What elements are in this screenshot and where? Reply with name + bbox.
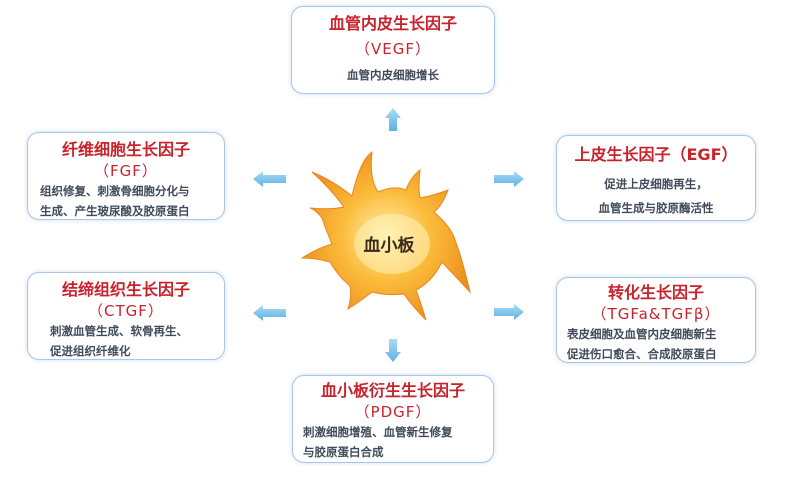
egf-desc-line-1: 促进上皮细胞再生， bbox=[604, 177, 708, 191]
egf-desc-line-2: 血管生成与胶原酶活性 bbox=[598, 201, 714, 215]
pdgf-desc-line-2: 与胶原蛋白合成 bbox=[303, 445, 384, 459]
card-ctgf: 结缔组织生长因子 （CTGF） 刺激血管生成、软骨再生、 促进组织纤维化 bbox=[27, 272, 225, 360]
arrow-left-lower-icon bbox=[253, 305, 286, 321]
egf-title: 上皮生长因子（EGF） bbox=[574, 145, 738, 164]
fgf-abbr: （FGF） bbox=[94, 162, 158, 180]
fgf-desc-line-2: 生成、产生玻尿酸及胶原蛋白 bbox=[40, 204, 190, 218]
card-egf: 上皮生长因子（EGF） 促进上皮细胞再生， 血管生成与胶原酶活性 bbox=[556, 135, 756, 221]
fgf-desc-line-1: 组织修复、刺激骨细胞分化与 bbox=[40, 184, 190, 198]
card-fgf: 纤维细胞生长因子 （FGF） 组织修复、刺激骨细胞分化与 生成、产生玻尿酸及胶原… bbox=[27, 132, 225, 220]
ctgf-abbr: （CTGF） bbox=[88, 302, 164, 320]
platelet-label: 血小板 bbox=[363, 236, 415, 256]
fgf-title: 纤维细胞生长因子 bbox=[61, 140, 190, 159]
arrow-down-icon bbox=[385, 339, 401, 362]
pdgf-desc-line-1: 刺激细胞增殖、血管新生修复 bbox=[303, 425, 453, 439]
pdgf-abbr: （PDGF） bbox=[354, 403, 432, 421]
arrow-left-upper-icon bbox=[253, 171, 286, 187]
vegf-title: 血管内皮生长因子 bbox=[328, 14, 457, 33]
vegf-abbr: （VEGF） bbox=[355, 40, 431, 58]
pdgf-title: 血小板衍生生长因子 bbox=[320, 381, 465, 400]
tgf-abbr: （TGFa&TGFβ） bbox=[591, 305, 721, 323]
card-vegf: 血管内皮生长因子 （VEGF） 血管内皮细胞增长 bbox=[291, 6, 495, 94]
platelet-body bbox=[300, 150, 471, 321]
arrow-right-upper-icon bbox=[494, 171, 524, 187]
ctgf-title: 结缔组织生长因子 bbox=[61, 280, 190, 299]
arrow-right-lower-icon bbox=[494, 304, 524, 320]
card-tgf: 转化生长因子 （TGFa&TGFβ） 表皮细胞及血管内皮细胞新生 促进伤口愈合、… bbox=[556, 277, 756, 363]
tgf-title: 转化生长因子 bbox=[607, 283, 704, 302]
tgf-desc-line-2: 促进伤口愈合、合成胶原蛋白 bbox=[567, 347, 717, 361]
card-pdgf: 血小板衍生生长因子 （PDGF） 刺激细胞增殖、血管新生修复 与胶原蛋白合成 bbox=[292, 375, 494, 463]
ctgf-desc-line-1: 刺激血管生成、软骨再生、 bbox=[50, 324, 188, 338]
arrow-up-icon bbox=[385, 108, 401, 131]
tgf-desc-line-1: 表皮细胞及血管内皮细胞新生 bbox=[567, 327, 717, 341]
vegf-desc-line-1: 血管内皮细胞增长 bbox=[347, 68, 439, 82]
ctgf-desc-line-2: 促进组织纤维化 bbox=[50, 344, 131, 358]
